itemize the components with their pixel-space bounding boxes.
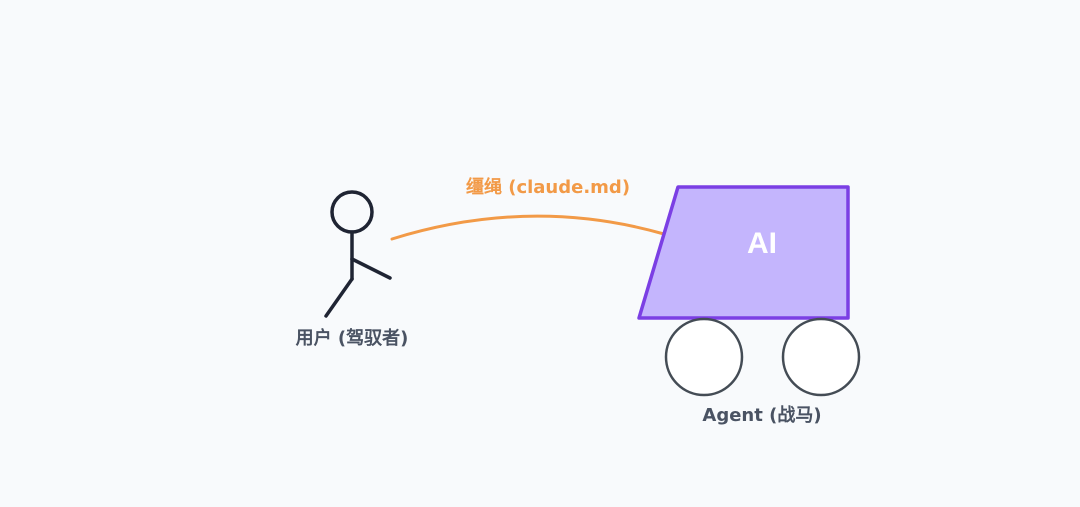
leg <box>324 277 354 318</box>
user-label: 用户 (驾驭者) <box>296 327 409 349</box>
arm <box>350 257 392 280</box>
agent-label: Agent (战马) <box>702 405 821 426</box>
wheel-right <box>781 317 861 397</box>
agent-body <box>637 185 850 320</box>
head <box>330 190 374 234</box>
user-stick-figure <box>324 190 392 318</box>
wheel-left <box>664 317 744 397</box>
agent-cart: AI <box>637 185 861 397</box>
rope-line <box>390 214 666 241</box>
agent-body-text: AI <box>747 227 777 260</box>
rope-label: 缰绳 (claude.md) <box>466 176 630 198</box>
